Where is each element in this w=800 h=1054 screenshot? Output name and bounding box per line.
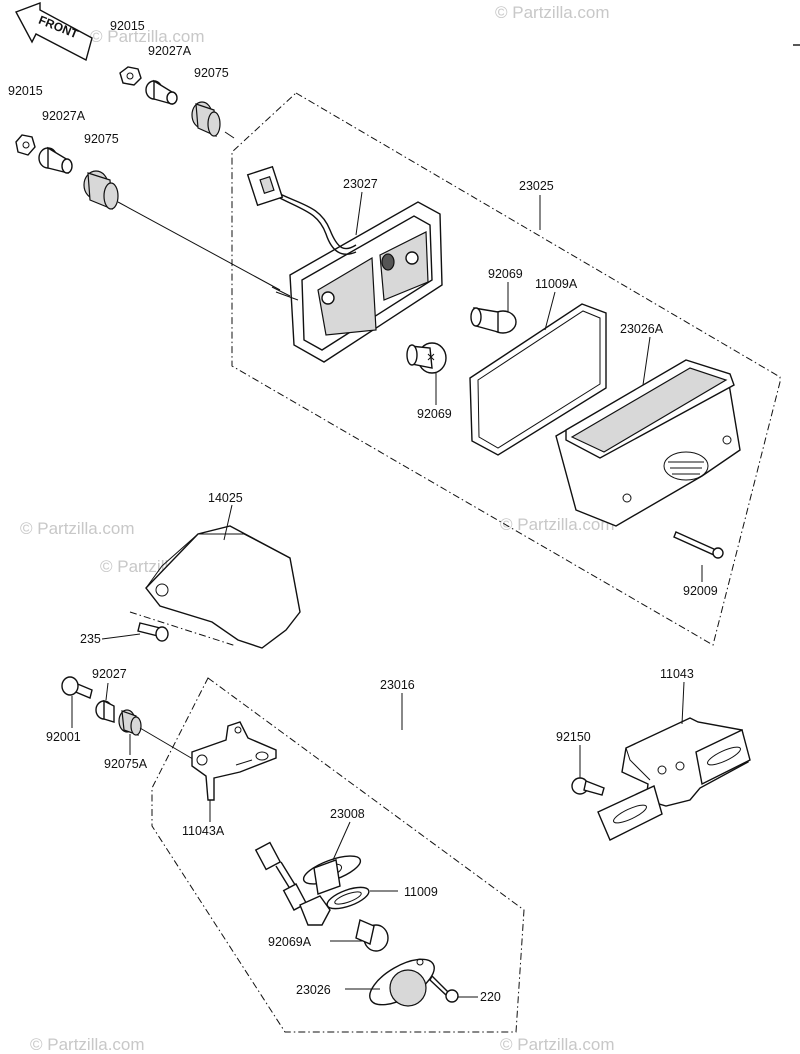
nut-92015-top	[119, 66, 142, 86]
watermark: © Partzilla.com	[495, 3, 610, 22]
bolt-92001	[61, 676, 93, 699]
callout-92069-upper: 92069	[488, 267, 523, 281]
gasket-11009	[326, 886, 370, 910]
callout-92075A: 92075A	[104, 757, 148, 771]
callout-92075-top: 92075	[194, 66, 229, 80]
bolt-92150	[571, 777, 605, 796]
bulb-92069-upper	[470, 307, 517, 334]
leader-line	[642, 336, 651, 386]
callout-23027: 23027	[343, 177, 378, 191]
callout-labels: 92015 92027A 92075 92015 92027A 92075 23…	[8, 19, 718, 1004]
socket-23008	[254, 841, 362, 926]
callout-92015-top: 92015	[110, 19, 145, 33]
grommet-92075-left	[83, 170, 119, 210]
nut-92015-left	[15, 134, 36, 156]
callout-23025: 23025	[519, 179, 554, 193]
callout-11009A: 11009A	[535, 277, 578, 291]
screw-235	[137, 622, 169, 642]
callout-11043A: 11043A	[182, 824, 225, 838]
callout-92009: 92009	[683, 584, 718, 598]
callout-23016: 23016	[380, 678, 415, 692]
callout-92069A: 92069A	[268, 935, 312, 949]
bulb-92069-lower	[406, 342, 447, 374]
callout-92015-left: 92015	[8, 84, 43, 98]
tail-light-assembly-outline	[231, 92, 781, 646]
callout-220: 220	[480, 990, 501, 1004]
tail-light-base-23027	[246, 165, 443, 363]
grommet-92075A	[118, 709, 142, 736]
watermark: © Partzilla.com	[90, 27, 205, 46]
bulb-92069A	[355, 919, 389, 952]
leader-line	[681, 681, 685, 725]
callout-235: 235	[80, 632, 101, 646]
license-lens-23026	[369, 958, 435, 1007]
callout-23026A: 23026A	[620, 322, 664, 336]
callout-23026: 23026	[296, 983, 331, 997]
watermark-group: © Partzilla.com © Partzilla.com © Partzi…	[20, 3, 615, 1054]
cover-14025	[129, 525, 301, 649]
callout-92027: 92027	[92, 667, 127, 681]
leader-line	[101, 633, 141, 640]
callout-14025: 14025	[208, 491, 243, 505]
leader-line	[355, 191, 363, 236]
leader-line	[105, 682, 109, 701]
leader-line	[223, 504, 233, 541]
license-light-assembly-outline	[151, 677, 525, 1033]
callout-92001: 92001	[46, 730, 81, 744]
leader-line	[139, 727, 199, 763]
front-arrow-icon: FRONT	[15, 1, 93, 62]
screw-92009	[673, 531, 724, 559]
leader-line	[117, 201, 281, 291]
callout-92027A-top: 92027A	[148, 44, 192, 58]
callout-23008: 23008	[330, 807, 365, 821]
grommet-92075-top	[191, 101, 235, 139]
callout-11043: 11043	[660, 667, 694, 681]
callout-92069-lower: 92069	[417, 407, 452, 421]
tail-lens-23026A	[555, 359, 741, 527]
collar-92027A-left	[38, 146, 73, 174]
license-bracket-11043	[597, 717, 751, 841]
watermark: © Partzilla.com	[30, 1035, 145, 1054]
callout-92150: 92150	[556, 730, 591, 744]
watermark: © Partzilla.com	[500, 1035, 615, 1054]
collar-92027A-top	[145, 79, 178, 105]
watermark: © Partzilla.com	[500, 515, 615, 534]
watermark: © Partzilla.com	[20, 519, 135, 538]
callout-92075-left: 92075	[84, 132, 119, 146]
collar-92027	[95, 699, 115, 723]
gasket-11009A	[469, 303, 607, 456]
screw-220	[429, 974, 459, 1003]
callout-11009: 11009	[404, 885, 438, 899]
leader-line	[332, 821, 351, 861]
leader-line	[544, 291, 556, 331]
bracket-11043A	[191, 721, 277, 801]
callout-92027A-left: 92027A	[42, 109, 86, 123]
